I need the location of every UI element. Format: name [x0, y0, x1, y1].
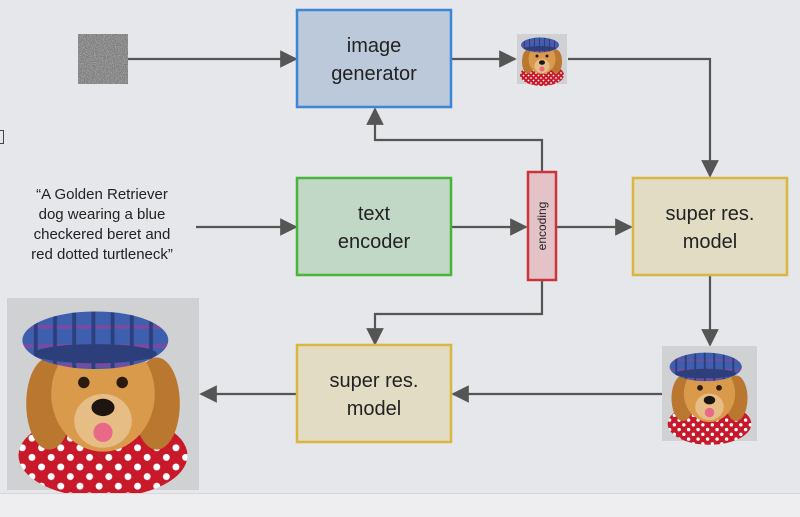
encoding-label: encoding — [535, 202, 549, 251]
prompt-line-3: checkered beret and — [34, 226, 171, 243]
prompt-text: “A Golden Retriever dog wearing a blue c… — [31, 186, 173, 263]
super-res-top-label-line1: super res. — [666, 203, 755, 225]
image-generator-label-line2: generator — [331, 63, 417, 85]
text-encoder-label-line2: encoder — [338, 231, 411, 253]
image-generator-label-line1: image — [347, 35, 401, 57]
bottom-strip — [0, 493, 800, 517]
arrow-encoding-to-generator — [366, 107, 544, 172]
dog-thumbnail-small — [517, 34, 567, 86]
prompt-line-2: dog wearing a blue — [39, 206, 166, 223]
image-generator-box: image generator — [295, 8, 453, 109]
text-encoder-label-line1: text — [358, 203, 391, 225]
arrows — [128, 50, 719, 403]
super-res-top-box: super res. model — [631, 176, 789, 277]
dog-image-large-output — [7, 298, 199, 498]
arrow-thumb-to-superres — [568, 57, 719, 178]
text-encoder-box: text encoder — [295, 176, 453, 277]
super-res-bottom-box: super res. model — [295, 343, 453, 444]
super-res-top-label-line2: model — [683, 231, 737, 253]
arrow-encoding-to-bottom-superres — [366, 281, 544, 346]
prompt-line-4: red dotted turtleneck” — [31, 246, 173, 263]
noise-image — [78, 34, 128, 84]
left-edge-mark — [0, 130, 4, 144]
dog-image-medium — [662, 346, 757, 445]
encoding-box: encoding — [526, 170, 558, 282]
prompt-line-1: “A Golden Retriever — [36, 186, 168, 203]
super-res-bottom-label-line2: model — [347, 398, 401, 420]
super-res-bottom-label-line1: super res. — [330, 370, 419, 392]
